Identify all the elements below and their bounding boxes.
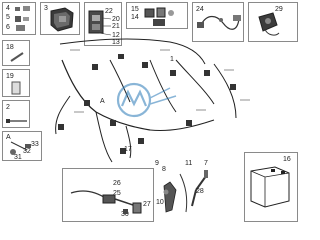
callout-3: 3 <box>44 5 48 12</box>
battery-drawing <box>250 166 290 208</box>
part-box-4-5-6: 4 5 6 <box>2 2 36 35</box>
sensor-cable-drawing <box>197 15 241 30</box>
bottom-small-parts <box>163 170 208 213</box>
sensor-bracket-drawing <box>70 190 142 214</box>
callout-11: 11 <box>185 160 193 167</box>
callout-13: 13 <box>112 39 120 46</box>
cable-tie-drawing <box>6 119 27 123</box>
part-box-31-32-33: A 33 32 31 <box>2 131 42 161</box>
callout-22: 22 <box>105 8 113 15</box>
bolt-clamp-drawing <box>10 141 31 155</box>
relay-drawing <box>50 7 74 32</box>
part-box-12-13-20-21-22: 22 20 21 12 13 <box>84 2 122 46</box>
callout-9: 9 <box>155 160 159 167</box>
part-box-18: 18 <box>2 40 30 66</box>
callout-12: 12 <box>112 32 120 39</box>
watermark-logo <box>116 82 177 118</box>
callout-17: 17 <box>124 146 132 153</box>
part-box-2: 2 <box>2 100 30 128</box>
callout-7: 7 <box>204 160 208 167</box>
part-box-16-battery: 16 <box>244 152 298 222</box>
callout-19: 19 <box>6 73 14 80</box>
callout-16: 16 <box>283 156 291 163</box>
callout-14: 14 <box>131 14 139 21</box>
switch-parts-drawing <box>144 7 174 26</box>
callout-27: 27 <box>143 201 151 208</box>
callout-32: 32 <box>23 148 31 155</box>
callout-4: 4 <box>6 5 10 12</box>
callout-26: 26 <box>113 180 121 187</box>
regulator-drawing <box>258 12 280 36</box>
callout-24: 24 <box>196 6 204 13</box>
part-box-25-26-27-30: 26 25 27 30 <box>62 168 154 222</box>
callout-5: 5 <box>6 14 10 21</box>
part-box-29: 29 <box>248 2 298 42</box>
callout-28: 28 <box>196 188 204 195</box>
callout-A: A <box>6 134 11 141</box>
callout-8: 8 <box>162 166 166 173</box>
callout-2: 2 <box>6 104 10 111</box>
callout-30: 30 <box>121 211 129 218</box>
callout-15: 15 <box>131 6 139 13</box>
callout-25: 25 <box>113 190 121 197</box>
connector-block-drawing <box>88 10 112 36</box>
callout-33: 33 <box>31 141 39 148</box>
callout-31: 31 <box>14 154 22 161</box>
callout-6: 6 <box>6 24 10 31</box>
fuse-parts-drawing <box>15 6 30 31</box>
part-box-24: 24 <box>192 2 244 42</box>
callout-18: 18 <box>6 44 14 51</box>
callout-10: 10 <box>156 199 164 206</box>
part-box-3: 3 <box>40 2 80 35</box>
main-wiring-harness <box>55 38 250 163</box>
callout-29: 29 <box>275 6 283 13</box>
callout-1: 1 <box>170 56 174 63</box>
fuse-clip-drawing <box>10 52 24 62</box>
part-box-19: 19 <box>2 69 30 97</box>
callout-21: 21 <box>112 23 120 30</box>
cap-drawing <box>11 81 21 95</box>
part-box-14-15: 15 14 <box>126 2 188 29</box>
callout-20: 20 <box>112 16 120 23</box>
center-letter-A: A <box>100 98 105 105</box>
exploded-parts-diagram: 4 5 6 3 22 20 21 12 13 <box>2 2 298 222</box>
